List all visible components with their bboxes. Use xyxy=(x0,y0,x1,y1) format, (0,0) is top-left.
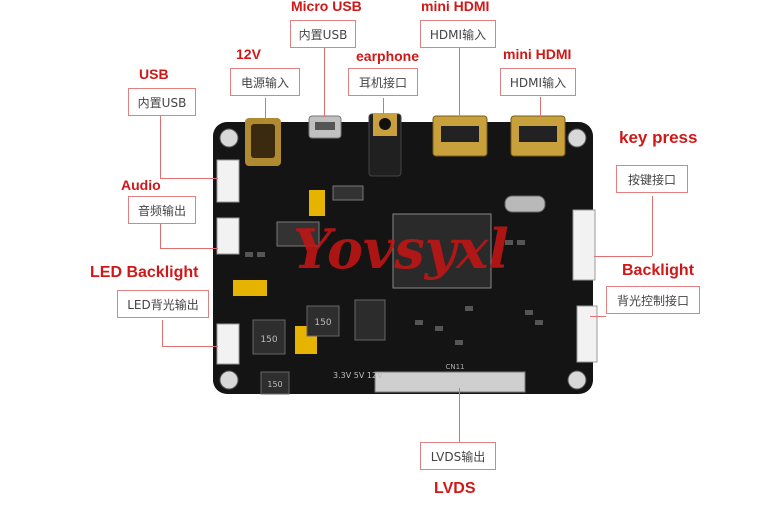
leader-line xyxy=(162,320,163,346)
leader-line xyxy=(540,97,541,117)
key-header xyxy=(572,209,596,281)
watermark-text: Yovsyxl xyxy=(293,217,509,281)
mini-hdmi-1-title: mini HDMI xyxy=(421,0,490,14)
backlight-box: 背光控制接口 xyxy=(606,286,700,314)
leader-line xyxy=(160,222,161,248)
leader-line xyxy=(265,98,266,122)
leader-line xyxy=(160,178,218,179)
earphone-box: 耳机接口 xyxy=(348,68,418,96)
mount-hole xyxy=(567,370,587,390)
micro-usb-title: Micro USB xyxy=(291,0,362,14)
key-press-box: 按键接口 xyxy=(616,165,688,193)
inductor-3: 150 xyxy=(260,371,290,395)
micro-usb-box: 内置USB xyxy=(290,20,356,48)
mount-hole xyxy=(567,128,587,148)
connector-label: CN11 xyxy=(445,363,464,371)
backlight-header xyxy=(576,305,598,363)
power-title: 12V xyxy=(236,46,261,62)
lvds-title: LVDS xyxy=(434,480,476,497)
inductor-label: 150 xyxy=(260,335,277,345)
hdmi-port-2 xyxy=(510,115,566,157)
hdmi-port-1 xyxy=(432,115,488,157)
audio-title: Audio xyxy=(121,177,161,193)
audio-box: 音频输出 xyxy=(128,196,196,224)
mount-hole xyxy=(219,370,239,390)
mini-hdmi-2-box: HDMI输入 xyxy=(500,68,576,96)
key-press-title: key press xyxy=(619,128,698,147)
mini-hdmi-2-title: mini HDMI xyxy=(503,46,572,62)
ic xyxy=(276,221,320,247)
leader-line xyxy=(383,98,384,114)
backlight-title: Backlight xyxy=(622,262,695,279)
leader-line xyxy=(162,346,218,347)
usb-title: USB xyxy=(139,66,169,82)
inductor-label: 150 xyxy=(314,318,331,328)
main-chip xyxy=(392,213,492,289)
lvds-box: LVDS输出 xyxy=(420,442,496,470)
controller-board: 150 150 150 CN11 3.3V 5V 12V Yovsyxl xyxy=(213,113,598,395)
leader-line xyxy=(160,116,161,178)
led-backlight-title: LED Backlight xyxy=(90,264,199,281)
leader-line xyxy=(160,248,218,249)
inductor-label: 150 xyxy=(267,380,282,389)
leader-line xyxy=(590,316,606,317)
led-backlight-box: LED背光输出 xyxy=(117,290,209,318)
leader-line xyxy=(652,196,653,256)
capacitor xyxy=(233,280,267,296)
dc-jack xyxy=(245,118,281,166)
audio-header xyxy=(216,217,240,255)
inductor-2: 150 xyxy=(306,305,340,337)
mini-hdmi-1-box: HDMI输入 xyxy=(420,20,496,48)
usb-header xyxy=(216,159,240,203)
leader-line xyxy=(324,45,325,117)
power-box: 电源输入 xyxy=(230,68,300,96)
ic xyxy=(332,185,364,201)
ic xyxy=(354,299,386,341)
usb-box: 内置USB xyxy=(128,88,196,116)
mount-hole xyxy=(219,128,239,148)
leader-line xyxy=(459,388,460,442)
capacitor xyxy=(309,190,325,216)
silkscreen-text: 3.3V 5V 12V xyxy=(333,371,383,380)
crystal xyxy=(504,195,546,213)
earphone-title: earphone xyxy=(356,48,420,64)
led-backlight-header xyxy=(216,323,240,365)
earphone-jack xyxy=(368,113,402,177)
leader-line xyxy=(459,45,460,117)
inductor-1: 150 xyxy=(252,319,286,355)
leader-line xyxy=(594,256,652,257)
lvds-connector xyxy=(374,371,526,393)
